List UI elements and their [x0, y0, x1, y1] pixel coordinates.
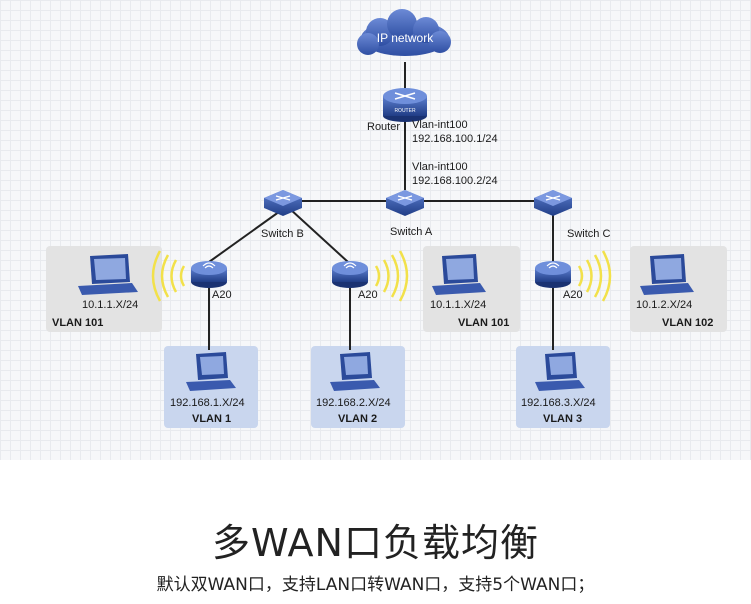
switch-a-label: Switch A: [390, 226, 433, 238]
switch-a-icon: [386, 190, 424, 216]
switch-b-icon: [264, 190, 302, 216]
router-vlan-label: Vlan-int100: [412, 119, 468, 131]
router-label: Router: [367, 121, 400, 133]
switch-c-icon: [534, 190, 572, 216]
router-icon: ROUTER: [383, 88, 427, 122]
pc-3-vlan: VLAN 3: [543, 413, 582, 425]
switch-c-label: Switch C: [567, 228, 610, 240]
pc-2-vlan: VLAN 2: [338, 413, 377, 425]
desktop-pc-icon: [330, 352, 380, 391]
laptop-2-vlan: VLAN 101: [458, 317, 509, 329]
access-point-1-icon: [191, 261, 227, 288]
ap-2-label: A20: [358, 289, 378, 301]
access-point-2-icon: [332, 261, 368, 288]
laptop-icon: [432, 254, 486, 295]
laptop-3-vlan: VLAN 102: [662, 317, 713, 329]
switch-b-label: Switch B: [261, 228, 304, 240]
laptop-icon: [78, 254, 138, 295]
laptop-3-ip: 10.1.2.X/24: [636, 299, 692, 311]
wifi-waves-right-icon: [577, 250, 612, 302]
router-icon-text: ROUTER: [394, 108, 416, 114]
page-title: 多WAN口负载均衡: [212, 521, 539, 565]
router-ip-label: 192.168.100.1/24: [412, 133, 498, 145]
switch-a-vlan-label: Vlan-int100: [412, 161, 468, 173]
laptop-2-ip: 10.1.1.X/24: [430, 299, 486, 311]
laptop-1-vlan: VLAN 101: [52, 317, 103, 329]
laptop-1-ip: 10.1.1.X/24: [82, 299, 138, 311]
pc-3-ip: 192.168.3.X/24: [521, 397, 596, 409]
network-diagram: IP network ROUTER Router Vlan-int100 192…: [0, 0, 751, 460]
ap-3-label: A20: [563, 289, 583, 301]
access-point-3-icon: [535, 261, 571, 288]
ip-network-cloud: IP network: [357, 9, 451, 56]
desktop-pc-icon: [186, 352, 236, 391]
diagram-canvas: IP network ROUTER Router Vlan-int100 192…: [46, 9, 727, 428]
pc-1-ip: 192.168.1.X/24: [170, 397, 245, 409]
ap-1-label: A20: [212, 289, 232, 301]
wifi-waves-middle-icon: [374, 250, 409, 302]
switch-a-ip-label: 192.168.100.2/24: [412, 175, 498, 187]
cloud-label: IP network: [377, 31, 434, 45]
pc-1-vlan: VLAN 1: [192, 413, 231, 425]
laptop-icon: [640, 254, 694, 295]
wifi-waves-left-icon: [151, 250, 186, 302]
page-subtitle: 默认双WAN口，支持LAN口转WAN口，支持5个WAN口；: [156, 575, 595, 595]
desktop-pc-icon: [535, 352, 585, 391]
pc-2-ip: 192.168.2.X/24: [316, 397, 391, 409]
